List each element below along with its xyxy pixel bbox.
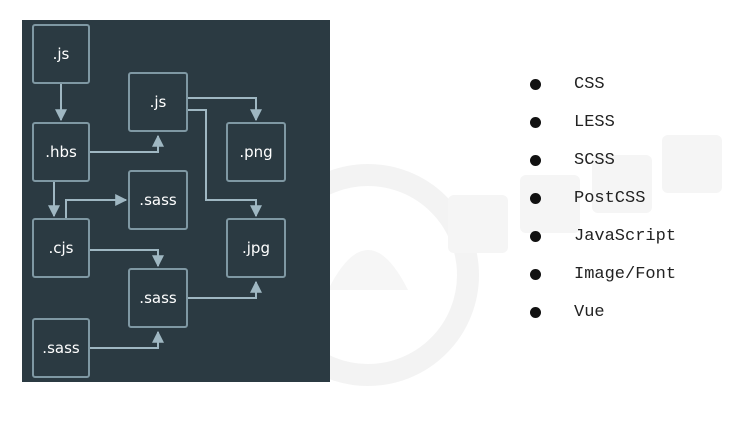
list-item: Image/Font bbox=[530, 264, 676, 302]
arrow-hbs-to-js bbox=[90, 134, 164, 153]
node-png: .png bbox=[226, 122, 286, 182]
list-item-label: JavaScript bbox=[574, 227, 677, 246]
supported-types-list: CSS LESS SCSS PostCSS JavaScript Image/F… bbox=[530, 74, 676, 340]
node-hbs: .hbs bbox=[32, 122, 90, 182]
arrow-js-to-jpg bbox=[188, 109, 262, 218]
arrow-sass-lower-to-jpg bbox=[188, 280, 262, 299]
arrow-js-to-png bbox=[188, 97, 262, 122]
node-sass-lower: .sass bbox=[128, 268, 188, 328]
list-item: SCSS bbox=[530, 150, 676, 188]
bullet-icon bbox=[530, 117, 541, 128]
arrow-sass-to-sass-lower bbox=[90, 330, 164, 349]
list-item-label: Image/Font bbox=[574, 265, 677, 284]
node-jpg: .jpg bbox=[226, 218, 286, 278]
arrow-cjs-to-sass bbox=[65, 194, 128, 218]
node-sass-mid: .sass bbox=[128, 170, 188, 230]
list-item: JavaScript bbox=[530, 226, 676, 264]
arrow-cjs-to-sass-lower bbox=[90, 249, 164, 268]
list-item: Vue bbox=[530, 302, 676, 340]
diagram-arrows bbox=[48, 84, 262, 349]
list-item-label: CSS bbox=[574, 75, 605, 94]
list-item-label: SCSS bbox=[574, 151, 615, 170]
build-pipeline-diagram: .js .hbs .cjs .sass .js .sass .sass .png… bbox=[22, 20, 330, 382]
bullet-icon bbox=[530, 231, 541, 242]
bullet-icon bbox=[530, 307, 541, 318]
bullet-icon bbox=[530, 155, 541, 166]
node-sass-bottom-left: .sass bbox=[32, 318, 90, 378]
bullet-icon bbox=[530, 269, 541, 280]
node-js-mid: .js bbox=[128, 72, 188, 132]
list-item: PostCSS bbox=[530, 188, 676, 226]
node-js-top: .js bbox=[32, 24, 90, 84]
node-cjs: .cjs bbox=[32, 218, 90, 278]
list-item-label: PostCSS bbox=[574, 189, 646, 208]
list-item-label: Vue bbox=[574, 303, 605, 322]
bullet-icon bbox=[530, 79, 541, 90]
list-item: CSS bbox=[530, 74, 676, 112]
list-item-label: LESS bbox=[574, 113, 615, 132]
bullet-icon bbox=[530, 193, 541, 204]
list-item: LESS bbox=[530, 112, 676, 150]
